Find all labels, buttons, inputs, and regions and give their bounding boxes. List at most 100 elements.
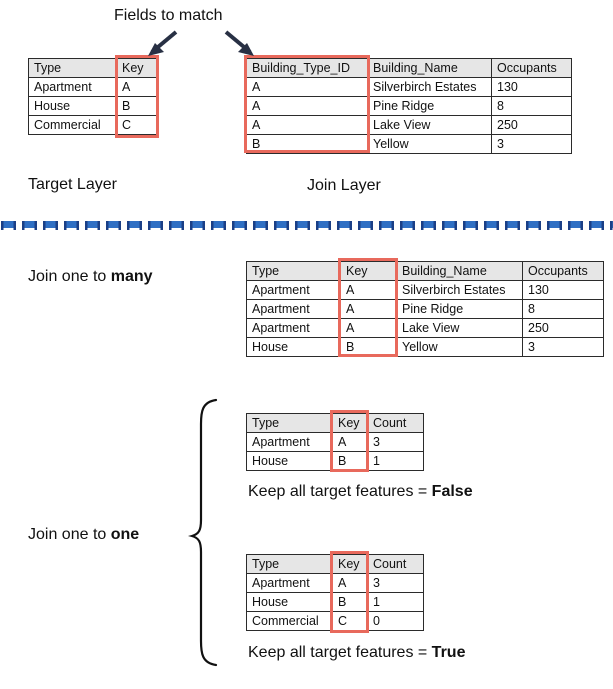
column-header: Key <box>116 58 158 78</box>
cell: B <box>246 134 368 154</box>
table-row: A Lake View 250 <box>246 115 572 135</box>
table-header-row: Type Key Count <box>246 413 424 433</box>
join-one-to-many-strong: many <box>110 268 153 285</box>
keep-all-false-value: False <box>431 483 473 500</box>
dashed-divider-icon <box>0 219 613 231</box>
column-header: Type <box>28 58 117 78</box>
cell: B <box>332 451 368 471</box>
cell: A <box>332 573 368 593</box>
table-row: A Pine Ridge 8 <box>246 96 572 116</box>
cell: 250 <box>491 115 572 135</box>
target-layer-caption: Target Layer <box>28 176 117 193</box>
column-header: Building_Type_ID <box>246 58 368 78</box>
column-header: Occupants <box>522 261 604 281</box>
table-row: Apartment A 3 <box>246 432 424 452</box>
cell: 3 <box>367 573 424 593</box>
cell: A <box>116 77 158 97</box>
cell: 130 <box>491 77 572 97</box>
cell: House <box>246 592 333 612</box>
cell: A <box>246 77 368 97</box>
cell: B <box>332 592 368 612</box>
column-header: Type <box>246 554 333 574</box>
cell: 3 <box>522 337 604 357</box>
keep-all-prefix: Keep all target features = <box>248 644 432 661</box>
cell: A <box>246 115 368 135</box>
cell: C <box>332 611 368 631</box>
table-row: Apartment A <box>28 77 158 97</box>
table-header-row: Type Key <box>28 58 158 78</box>
cell: 1 <box>367 451 424 471</box>
keep-all-prefix: Keep all target features = <box>248 483 432 500</box>
column-header: Type <box>246 261 341 281</box>
cell: 8 <box>522 299 604 319</box>
cell: Apartment <box>246 573 333 593</box>
curly-brace-icon <box>188 398 218 667</box>
cell: Silverbirch Estates <box>396 280 523 300</box>
table-header-row: Type Key Building_Name Occupants <box>246 261 604 281</box>
cell: House <box>28 96 117 116</box>
table-row: House B 1 <box>246 592 424 612</box>
cell: House <box>246 337 341 357</box>
cell: B <box>116 96 158 116</box>
table-row: Apartment A Lake View 250 <box>246 318 604 338</box>
arrow-down-right-icon <box>224 30 254 56</box>
cell: A <box>340 299 397 319</box>
cell: B <box>340 337 397 357</box>
column-header: Count <box>367 413 424 433</box>
cell: C <box>116 115 158 135</box>
fields-to-match-label: Fields to match <box>114 7 223 24</box>
join-layer-table: Building_Type_ID Building_Name Occupants… <box>246 58 572 154</box>
keep-all-false-label: Keep all target features = False <box>248 484 473 500</box>
table-row: House B 1 <box>246 451 424 471</box>
table-header-row: Type Key Count <box>246 554 424 574</box>
keep-all-true-label: Keep all target features = True <box>248 645 465 661</box>
cell: 250 <box>522 318 604 338</box>
join-one-to-many-table: Type Key Building_Name Occupants Apartme… <box>246 261 604 357</box>
cell: Commercial <box>246 611 333 631</box>
table-row: Commercial C 0 <box>246 611 424 631</box>
column-header: Building_Name <box>367 58 492 78</box>
join-one-to-one-label: Join one to one <box>28 527 139 543</box>
table-row: B Yellow 3 <box>246 134 572 154</box>
cell: Silverbirch Estates <box>367 77 492 97</box>
cell: Lake View <box>396 318 523 338</box>
join-one-to-one-true-table: Type Key Count Apartment A 3 House B 1 C… <box>246 554 424 631</box>
column-header: Key <box>340 261 397 281</box>
cell: Lake View <box>367 115 492 135</box>
table-row: House B <box>28 96 158 116</box>
table-row: House B Yellow 3 <box>246 337 604 357</box>
column-header: Type <box>246 413 333 433</box>
table-row: A Silverbirch Estates 130 <box>246 77 572 97</box>
cell: 130 <box>522 280 604 300</box>
table-row: Commercial C <box>28 115 158 135</box>
cell: Yellow <box>396 337 523 357</box>
table-row: Apartment A 3 <box>246 573 424 593</box>
column-header: Key <box>332 554 368 574</box>
cell: Apartment <box>246 299 341 319</box>
column-header: Occupants <box>491 58 572 78</box>
cell: A <box>340 280 397 300</box>
cell: Apartment <box>246 280 341 300</box>
cell: A <box>340 318 397 338</box>
join-one-to-many-prefix: Join one to <box>28 268 111 285</box>
keep-all-true-value: True <box>431 644 466 661</box>
cell: Apartment <box>246 318 341 338</box>
cell: 8 <box>491 96 572 116</box>
arrow-down-left-icon <box>148 30 178 56</box>
join-one-to-many-label: Join one to many <box>28 269 153 285</box>
table-row: Apartment A Silverbirch Estates 130 <box>246 280 604 300</box>
cell: Apartment <box>28 77 117 97</box>
cell: 1 <box>367 592 424 612</box>
join-one-to-one-prefix: Join one to <box>28 526 111 543</box>
cell: House <box>246 451 333 471</box>
target-layer-table: Type Key Apartment A House B Commercial … <box>28 58 158 135</box>
join-one-to-one-false-table: Type Key Count Apartment A 3 House B 1 <box>246 413 424 471</box>
cell: Commercial <box>28 115 117 135</box>
cell: Pine Ridge <box>367 96 492 116</box>
cell: Pine Ridge <box>396 299 523 319</box>
column-header: Key <box>332 413 368 433</box>
column-header: Count <box>367 554 424 574</box>
table-row: Apartment A Pine Ridge 8 <box>246 299 604 319</box>
cell: 0 <box>367 611 424 631</box>
